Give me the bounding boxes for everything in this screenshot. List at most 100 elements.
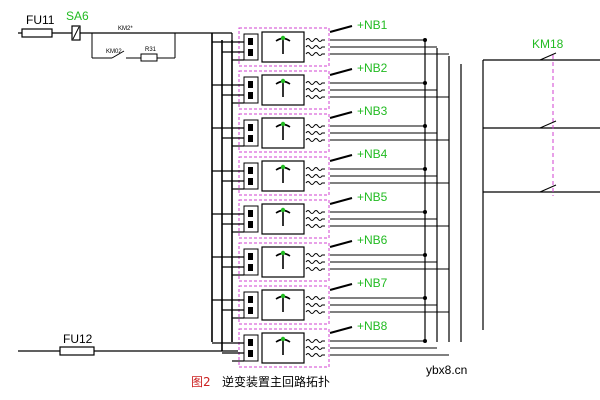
output-coil-3 <box>305 310 325 314</box>
inverter-module-8: +NB8 <box>212 319 449 368</box>
switch-contact-upper <box>248 210 253 217</box>
output-coil-2 <box>305 88 325 92</box>
switch-contact-lower <box>248 221 253 228</box>
module-label: +NB4 <box>357 147 388 161</box>
nb-lead <box>329 326 353 334</box>
contactor-km18 <box>539 52 557 196</box>
input-switch-block <box>243 76 259 104</box>
label-fu11: FU11 <box>26 13 55 27</box>
inverter-module-2: +NB2 <box>212 61 449 110</box>
output-coil-1 <box>305 124 325 128</box>
switch-sa6-blade <box>72 26 80 40</box>
module-label: +NB6 <box>357 233 388 247</box>
output-coil-2 <box>305 260 325 264</box>
module-label: +NB8 <box>357 319 388 333</box>
input-switch-block <box>243 248 259 276</box>
junction-dot <box>423 167 427 171</box>
output-coil-3 <box>305 353 325 357</box>
switch-contact-lower <box>248 307 253 314</box>
fuse-fu12 <box>59 346 95 356</box>
label-km-top: KM2* <box>118 26 133 32</box>
input-switch-block <box>243 334 259 362</box>
switch-contact-lower <box>248 178 253 185</box>
output-coil-2 <box>305 45 325 49</box>
nb-lead <box>329 197 353 205</box>
switch-contact-lower <box>248 350 253 357</box>
inverter-module-5: +NB5 <box>212 190 449 239</box>
output-coil-1 <box>305 167 325 171</box>
watermark: ybx8.cn <box>426 363 467 377</box>
switch-contact-upper <box>248 38 253 45</box>
output-coil-2 <box>305 346 325 350</box>
output-coil-2 <box>305 131 325 135</box>
module-frame <box>238 328 330 368</box>
fuse-fu11 <box>21 28 53 38</box>
output-coil-3 <box>305 95 325 99</box>
junction-dot <box>423 124 427 128</box>
module-frame <box>238 199 330 239</box>
output-coil-1 <box>305 210 325 214</box>
switch-contact-lower <box>248 264 253 271</box>
module-frame <box>238 27 330 67</box>
status-led-icon <box>280 336 286 342</box>
module-label: +NB3 <box>357 104 388 118</box>
caption-text: 逆变装置主回路拓扑 <box>222 374 330 389</box>
switch-contact-lower <box>248 135 253 142</box>
input-switch-block <box>243 119 259 147</box>
switch-contact-lower <box>248 92 253 99</box>
caption-fig: 图2 <box>191 375 211 389</box>
status-led-icon <box>280 207 286 213</box>
module-frame <box>238 70 330 110</box>
busbar-left <box>211 33 233 351</box>
input-switch-block <box>243 162 259 190</box>
output-coil-2 <box>305 217 325 221</box>
status-led-icon <box>280 293 286 299</box>
output-coil-2 <box>305 303 325 307</box>
nb-lead <box>329 154 353 162</box>
output-coil-1 <box>305 38 325 42</box>
nb-lead <box>329 283 353 291</box>
inverter-module-3: +NB3 <box>212 104 449 153</box>
switch-contact-upper <box>248 167 253 174</box>
label-km-bottom: KM02 <box>106 49 122 55</box>
junction-dot <box>423 253 427 257</box>
input-switch-block <box>243 291 259 319</box>
supply-line-top <box>18 32 233 40</box>
output-coil-3 <box>305 181 325 185</box>
status-led-icon <box>280 35 286 41</box>
output-coil-1 <box>305 296 325 300</box>
inverter-module-1: +NB1 <box>212 18 449 67</box>
output-rails <box>424 40 600 342</box>
junction-dot <box>423 296 427 300</box>
module-frame <box>238 113 330 153</box>
inverter-module-6: +NB6 <box>212 233 449 282</box>
output-coil-2 <box>305 174 325 178</box>
output-coil-3 <box>305 224 325 228</box>
module-frame <box>238 285 330 325</box>
output-coil-1 <box>305 81 325 85</box>
module-label: +NB1 <box>357 18 388 32</box>
inverter-module-4: +NB4 <box>212 147 449 196</box>
label-fu12: FU12 <box>63 332 93 346</box>
output-coil-3 <box>305 267 325 271</box>
switch-contact-upper <box>248 339 253 346</box>
junction-dot <box>423 38 427 42</box>
switch-contact-upper <box>248 296 253 303</box>
module-label: +NB5 <box>357 190 388 204</box>
output-coil-1 <box>305 253 325 257</box>
nb-lead <box>329 68 353 76</box>
label-sa6: SA6 <box>66 9 89 23</box>
module-label: +NB2 <box>357 61 388 75</box>
resistor-r31 <box>140 53 158 62</box>
junction-dot <box>423 339 427 343</box>
switch-contact-upper <box>248 124 253 131</box>
precharge-branch <box>91 33 176 59</box>
status-led-icon <box>280 164 286 170</box>
junction-dot <box>423 81 427 85</box>
status-led-icon <box>280 121 286 127</box>
switch-contact-upper <box>248 253 253 260</box>
status-led-icon <box>280 78 286 84</box>
switch-contact-lower <box>248 49 253 56</box>
inverter-modules: +NB1+NB2+NB3+NB4+NB5+NB6+NB7+NB8 <box>212 18 449 368</box>
